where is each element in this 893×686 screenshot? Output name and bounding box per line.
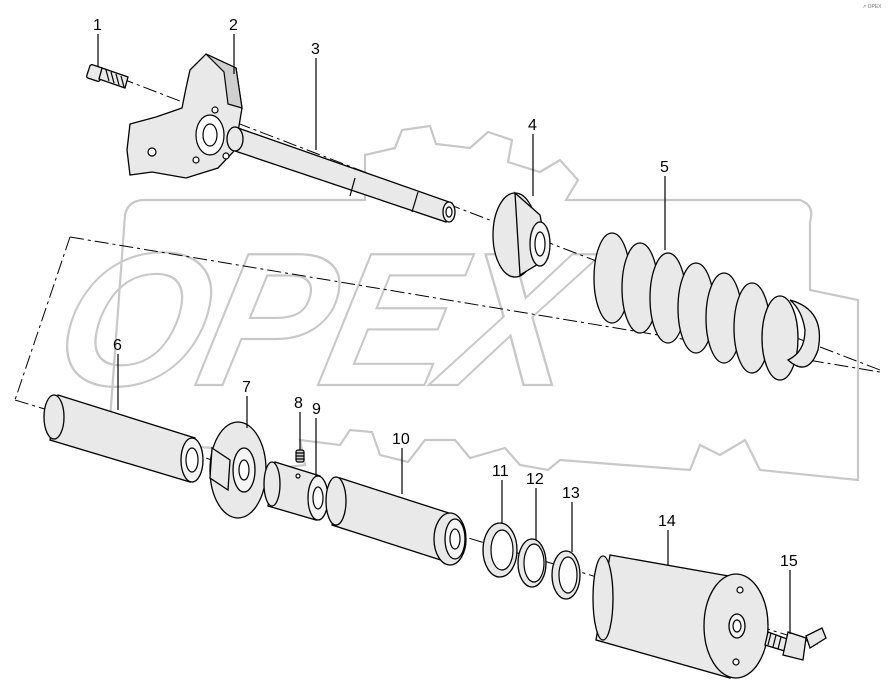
part-13-ring (551, 550, 581, 600)
part-8-set-screw (295, 449, 305, 463)
part-14-cylinder (592, 554, 769, 679)
callout-6: 6 (113, 337, 122, 354)
callout-labels: 1 2 3 4 5 6 7 8 9 10 11 12 13 14 15 (93, 17, 798, 570)
callout-8: 8 (294, 395, 303, 412)
part-6-tube (43, 394, 204, 483)
callout-13: 13 (562, 485, 580, 502)
part-1-bolt (86, 64, 129, 89)
callout-4: 4 (528, 117, 537, 134)
part-5-spring (593, 232, 821, 381)
callout-7: 7 (242, 379, 251, 396)
callout-9: 9 (312, 401, 321, 418)
part-2-bracket (126, 53, 243, 179)
callout-1: 1 (93, 17, 102, 34)
part-12-seal (517, 538, 547, 588)
part-7-flange (209, 421, 267, 519)
part-3-shaft (226, 126, 456, 223)
corner-mark: ↗ OPEX (862, 4, 882, 10)
callout-10: 10 (392, 431, 410, 448)
part-15-grease-fitting (764, 627, 827, 661)
callout-12: 12 (526, 471, 544, 488)
watermark-gear-outline (58, 124, 860, 482)
part-4-flange-bushing (492, 191, 551, 278)
callout-11: 11 (492, 463, 509, 480)
callout-14: 14 (658, 513, 676, 530)
part-9-sleeve (263, 461, 329, 521)
part-10-piston (325, 476, 467, 566)
callout-leaders (97, 34, 791, 634)
callout-2: 2 (229, 17, 238, 34)
callout-15: 15 (780, 553, 798, 570)
callout-3: 3 (311, 41, 320, 58)
callout-5: 5 (660, 159, 669, 176)
part-11-ring (482, 522, 518, 578)
